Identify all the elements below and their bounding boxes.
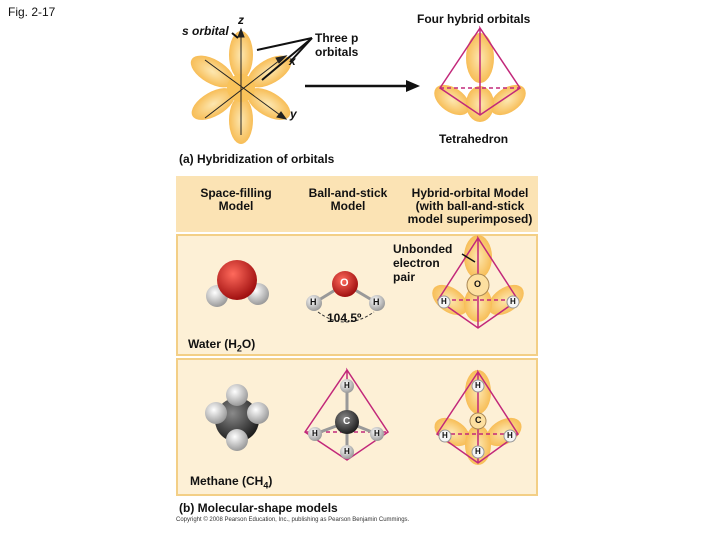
s-orbital-label: s orbital [182,24,229,38]
methane-carbon-label: C [343,416,351,427]
col-hybrid-orbital-header: Hybrid-orbital Model(with ball-and-stick… [407,186,533,226]
methane-hybrid-orbital-icon [434,369,522,465]
bs-h-right-label: H [374,429,380,438]
right-arrow-icon [305,80,420,92]
y-axis-label: y [290,107,297,121]
unbonded-pair-label: Unbonded electron pair [393,242,453,284]
water-label: Water (H2O) [188,337,256,354]
part-a-caption: (a) Hybridization of orbitals [179,152,335,166]
hybrid-h-right-label: H [507,431,513,440]
axes-icon [204,27,288,135]
water-space-filling-icon [206,260,269,307]
pointer-lines-icon [231,32,313,81]
bs-h-left-label: H [312,429,318,438]
tetrahedron-hybrid-icon [434,25,526,122]
three-p-label: Three p orbitals [315,31,359,59]
tetrahedron-label: Tetrahedron [439,132,509,146]
hybrid-h2-label: H [510,297,516,306]
water-h2-label: H [373,297,380,307]
hybrid-h1-label: H [441,297,447,306]
x-axis-label: x [289,54,296,68]
four-hybrid-label: Four hybrid orbitals [417,12,531,26]
bs-h-top-label: H [344,381,350,390]
part-b-caption: (b) Molecular-shape models [179,501,338,515]
hybrid-h-top-label: H [475,381,481,390]
bs-h-bottom-label: H [344,447,350,456]
methane-ball-stick-icon [303,367,390,461]
z-axis-label: z [238,13,244,27]
hybrid-h-left-label: H [442,431,448,440]
copyright-notice: Copyright © 2008 Pearson Education, Inc.… [176,517,410,523]
hybrid-oxygen-label: O [474,279,482,289]
water-oxygen-label: O [340,277,349,289]
hybrid-carbon-label: C [475,415,482,425]
water-h1-label: H [310,297,317,307]
water-hybrid-orbital-icon [432,235,524,329]
part-b-header [176,176,538,232]
figure-label: Fig. 2-17 [8,5,56,19]
methane-label: Methane (CH4) [190,474,273,491]
bond-angle-label: 104.5º [327,311,362,325]
methane-space-filling-icon [205,384,269,451]
hybrid-h-bottom-label: H [475,447,481,456]
water-ball-stick-icon [306,271,385,323]
